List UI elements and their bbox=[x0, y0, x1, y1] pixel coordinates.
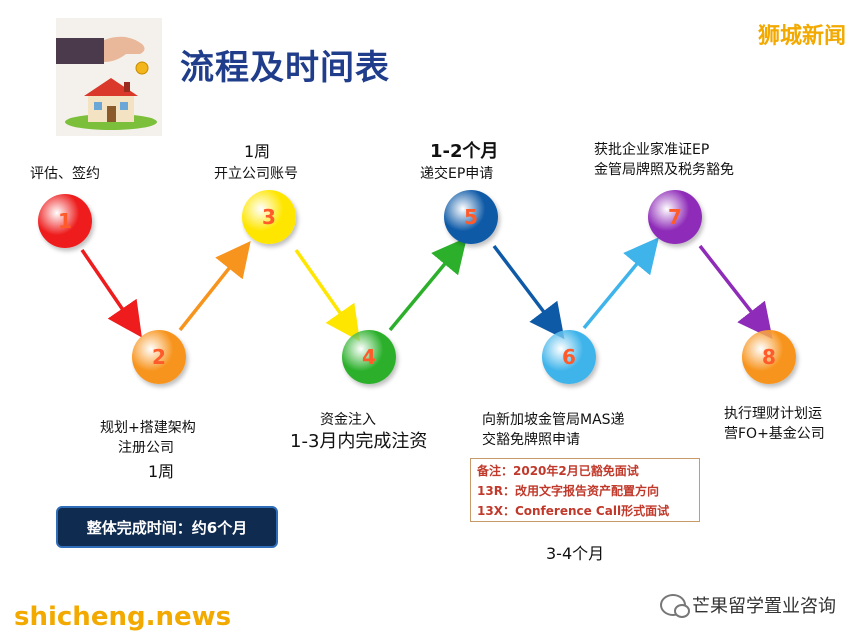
wechat-icon bbox=[660, 594, 690, 618]
step5-duration: 1-2个月 bbox=[430, 141, 499, 162]
arrow-3-4 bbox=[294, 248, 361, 342]
step-circle-5: 5 bbox=[444, 190, 498, 244]
arrow-4-5 bbox=[388, 237, 467, 332]
arrow-2-3 bbox=[178, 241, 251, 332]
page-title: 流程及时间表 bbox=[180, 48, 390, 88]
brand-watermark-top: 狮城新闻 bbox=[757, 24, 846, 49]
step7-label-line2: 金管局牌照及税务豁免 bbox=[594, 162, 734, 178]
step2-label-line1: 规划+搭建架构 bbox=[100, 420, 196, 436]
step7-label-line1: 获批企业家准证EP bbox=[594, 142, 710, 158]
note-line-2: 13R：改用文字报告资产配置方向 bbox=[477, 484, 659, 498]
step2-duration: 1周 bbox=[148, 462, 175, 481]
step-circle-1: 1 bbox=[38, 194, 92, 248]
note-line-3: 13X：Conference Call形式面试 bbox=[477, 504, 670, 518]
step5-label: 递交EP申请 bbox=[420, 166, 494, 182]
total-time-box: 整体完成时间：约6个月 bbox=[56, 506, 278, 548]
step-circle-3: 3 bbox=[242, 190, 296, 244]
step3-duration: 1周 bbox=[244, 142, 271, 161]
step-circle-6: 6 bbox=[542, 330, 596, 384]
step8-label-line2: 营FO+基金公司 bbox=[724, 426, 825, 442]
wechat-account: 芒果留学置业咨询 bbox=[660, 592, 836, 618]
step8-label-line1: 执行理财计划运 bbox=[724, 406, 822, 422]
step-circle-7: 7 bbox=[648, 190, 702, 244]
note-box: 备注：2020年2月已豁免面试 13R：改用文字报告资产配置方向 13X：Con… bbox=[470, 458, 700, 522]
arrow-1-2 bbox=[80, 249, 142, 338]
step4-duration: 1-3月内完成注资 bbox=[290, 431, 428, 452]
step3-label: 开立公司账号 bbox=[214, 166, 298, 182]
step2-label-line2: 注册公司 bbox=[118, 440, 174, 456]
step6-label-line2: 交豁免牌照申请 bbox=[482, 432, 580, 448]
arrow-5-6 bbox=[492, 244, 565, 340]
step-circle-4: 4 bbox=[342, 330, 396, 384]
arrow-6-7 bbox=[582, 237, 659, 330]
note-line-1: 备注：2020年2月已豁免面试 bbox=[477, 464, 639, 478]
step-circle-8: 8 bbox=[742, 330, 796, 384]
step1-label: 评估、签约 bbox=[30, 166, 100, 182]
step4-label-line1: 资金注入 bbox=[320, 412, 376, 428]
house-coin-illustration bbox=[56, 18, 162, 136]
wechat-account-name: 芒果留学置业咨询 bbox=[692, 596, 836, 617]
step6-label-line1: 向新加坡金管局MAS递 bbox=[482, 412, 625, 428]
brand-watermark-bottom: shicheng.news bbox=[14, 602, 232, 632]
step-circle-2: 2 bbox=[132, 330, 186, 384]
arrow-7-8 bbox=[698, 244, 773, 340]
step6-duration: 3-4个月 bbox=[546, 544, 605, 563]
